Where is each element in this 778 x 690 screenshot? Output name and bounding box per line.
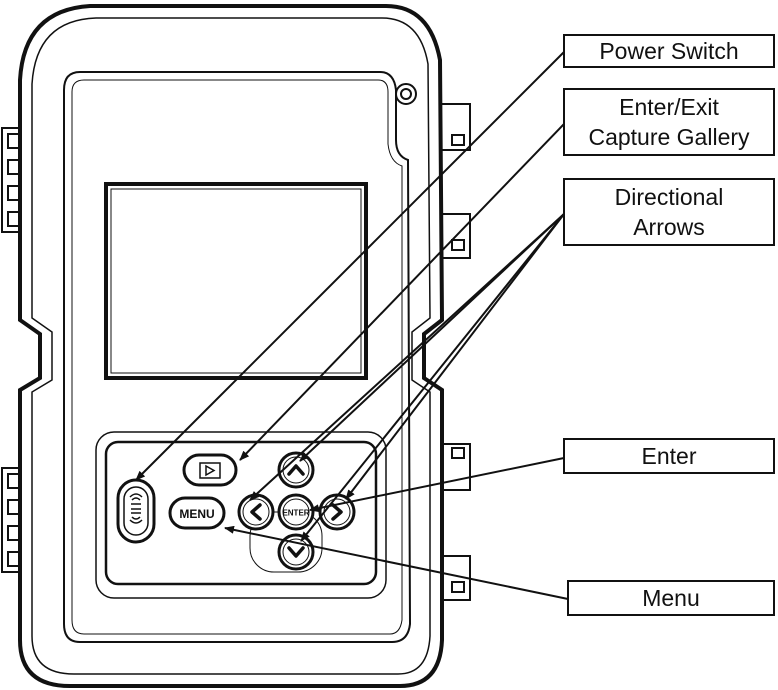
callout-capture-gallery-line1: Enter/Exit bbox=[619, 94, 719, 120]
callout-capture-gallery-line2: Capture Gallery bbox=[588, 124, 750, 150]
leader-gallery bbox=[239, 123, 565, 461]
leader-arrow-left bbox=[249, 213, 565, 501]
arrow-left-button[interactable] bbox=[237, 493, 275, 531]
lcd-screen bbox=[104, 182, 368, 380]
leader-menu bbox=[224, 525, 569, 600]
enter-button[interactable]: ENTER bbox=[277, 493, 315, 531]
right-latch-tabs bbox=[439, 103, 471, 601]
leader-enter bbox=[309, 457, 565, 513]
chevron-left-icon bbox=[250, 503, 262, 521]
callout-directional-arrows-line1: Directional bbox=[614, 184, 724, 210]
leader-arrow-down bbox=[300, 213, 565, 542]
callout-menu: Menu bbox=[567, 580, 775, 616]
callout-enter: Enter bbox=[563, 438, 775, 474]
callout-menu-text: Menu bbox=[642, 585, 700, 611]
power-switch[interactable] bbox=[116, 478, 156, 544]
leader-arrow-right bbox=[345, 213, 565, 500]
callout-power-switch-text: Power Switch bbox=[599, 38, 739, 64]
callout-directional-arrows: Directional Arrows bbox=[563, 178, 775, 246]
callout-directional-arrows-line2: Arrows bbox=[633, 214, 705, 240]
chevron-down-icon bbox=[287, 546, 305, 558]
chevron-up-icon bbox=[287, 464, 305, 476]
play-icon bbox=[205, 464, 216, 477]
gallery-button[interactable] bbox=[182, 453, 238, 487]
menu-button[interactable]: MENU bbox=[168, 496, 226, 530]
callout-capture-gallery: Enter/Exit Capture Gallery bbox=[563, 88, 775, 156]
front-panel-inset bbox=[71, 79, 403, 635]
play-icon-frame bbox=[199, 462, 221, 479]
leader-power-switch bbox=[135, 51, 565, 481]
lock-ring-icon bbox=[395, 83, 417, 105]
callout-enter-text: Enter bbox=[641, 443, 697, 469]
leader-lines bbox=[135, 51, 569, 600]
callout-power-switch: Power Switch bbox=[563, 34, 775, 68]
chevron-right-icon bbox=[331, 503, 343, 521]
camera-housing-inner-rim bbox=[31, 17, 431, 675]
power-switch-grip-icon bbox=[129, 493, 143, 524]
menu-button-label: MENU bbox=[179, 507, 214, 521]
enter-button-label: ENTER bbox=[282, 509, 309, 518]
